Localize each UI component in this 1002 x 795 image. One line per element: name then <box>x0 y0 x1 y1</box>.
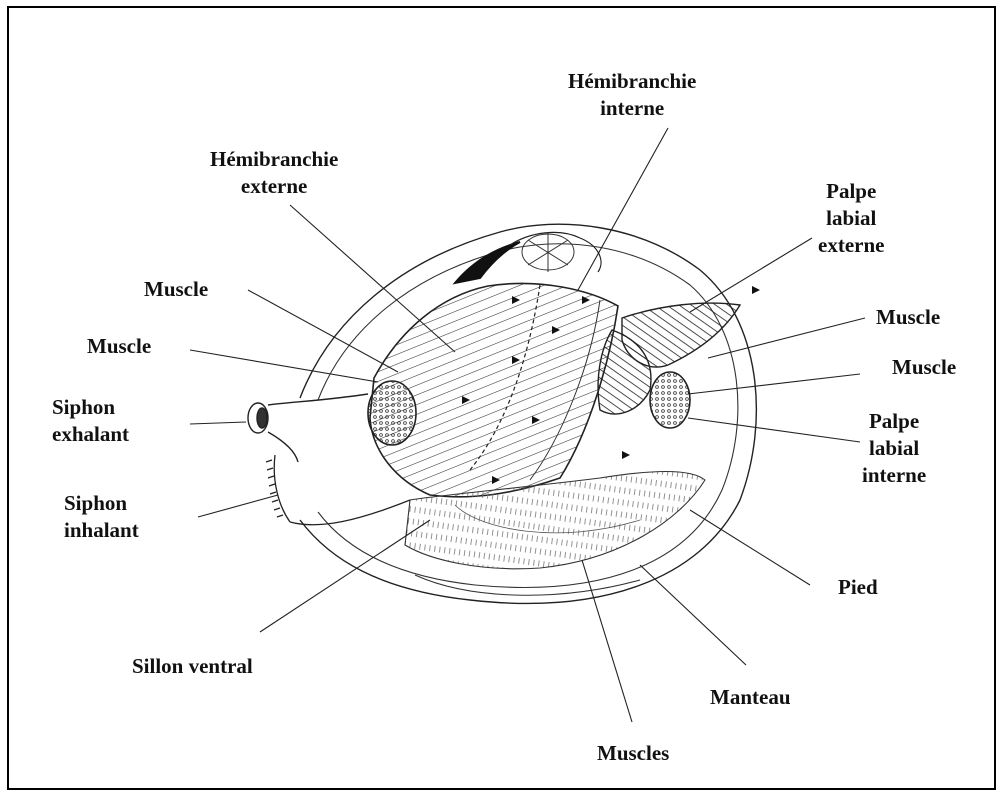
pericardium <box>522 232 574 272</box>
siphon-exhalant-drawing <box>248 394 368 462</box>
label-muscle-right-1: Muscle <box>876 304 940 331</box>
label-pied: Pied <box>838 574 878 601</box>
label-sillon-ventral: Sillon ventral <box>132 653 253 680</box>
label-palpe-labial-externe: Palpe labial externe <box>818 178 884 259</box>
label-palpe-labial-interne: Palpe labial interne <box>862 408 926 489</box>
label-hemibranchie-interne: Hémibranchie interne <box>568 68 696 122</box>
posterior-adductor <box>368 381 416 445</box>
label-hemibranchie-externe: Hémibranchie externe <box>210 146 338 200</box>
label-siphon-inhalant: Siphon inhalant <box>64 490 139 544</box>
label-muscle-top-left: Muscle <box>144 276 208 303</box>
label-muscle-mid-left: Muscle <box>87 333 151 360</box>
label-manteau: Manteau <box>710 684 791 711</box>
label-muscle-right-2: Muscle <box>892 354 956 381</box>
label-muscles: Muscles <box>597 740 669 767</box>
siphon-inhalant-drawing <box>266 455 410 525</box>
anterior-adductor <box>650 372 690 428</box>
label-siphon-exhalant: Siphon exhalant <box>52 394 129 448</box>
